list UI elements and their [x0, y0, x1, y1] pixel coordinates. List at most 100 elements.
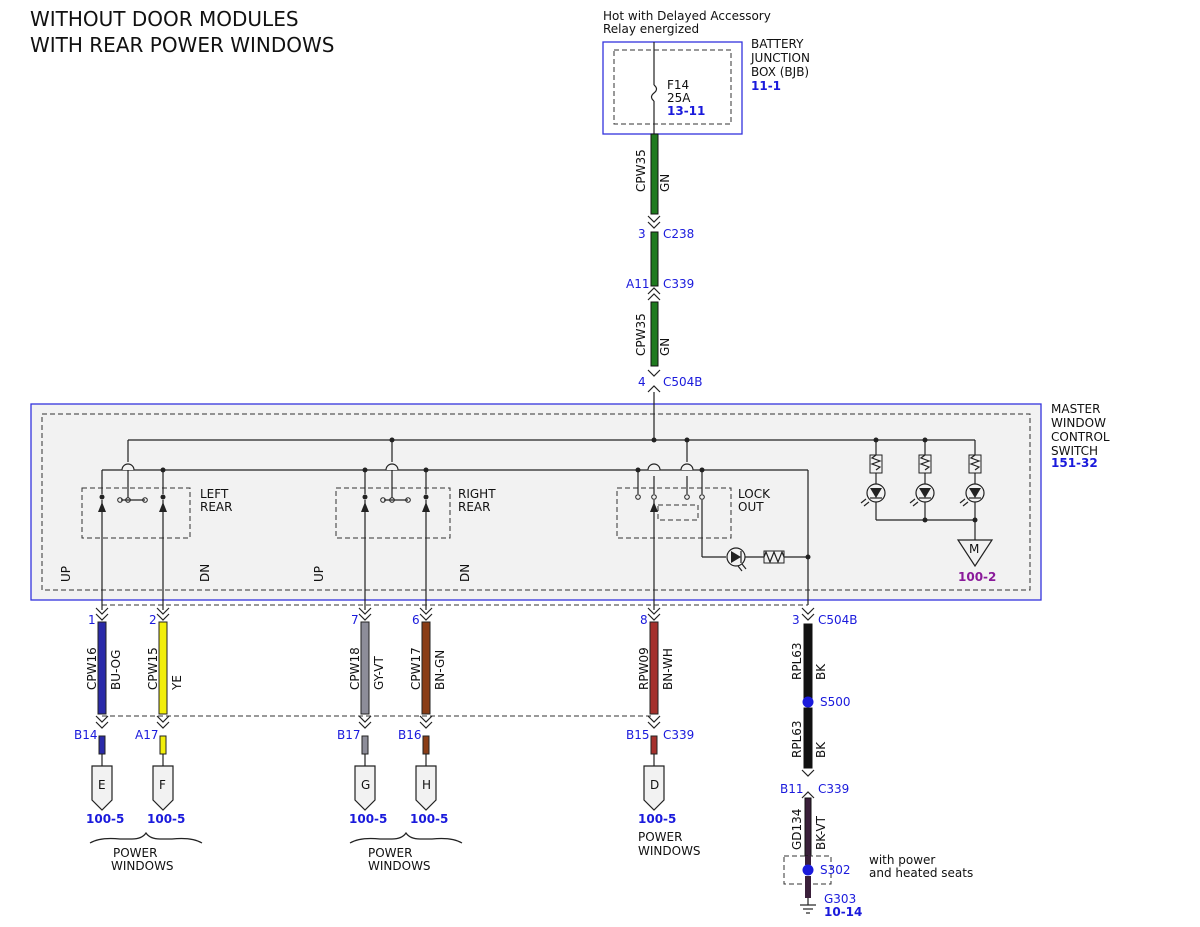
- connector-chevron-icon: [95, 721, 109, 729]
- power-windows-label: WINDOWS: [638, 844, 701, 858]
- connector-chevron-icon: [647, 715, 661, 723]
- terminal-connector[interactable]: [91, 765, 113, 811]
- page-ref-link[interactable]: 100-5: [86, 812, 124, 826]
- page-ref-link[interactable]: 100-5: [349, 812, 387, 826]
- terminal-letter: G: [361, 778, 370, 792]
- wire-segment: [360, 621, 370, 715]
- power-windows-brace-left: [89, 831, 203, 844]
- power-windows-label: WINDOWS: [111, 859, 174, 873]
- switch-name-line1: MASTER: [1051, 402, 1100, 416]
- wire-stub: [159, 735, 167, 755]
- ground-wire-color-label: BK: [814, 663, 828, 680]
- c238-pin: 3: [638, 227, 646, 241]
- power-source-label-line1: Hot with Delayed Accessory: [603, 9, 771, 23]
- connector-chevron-icon: [419, 721, 433, 729]
- switch-internal-wiring: [81, 392, 994, 605]
- terminal-connector[interactable]: [152, 765, 174, 811]
- page-ref-link[interactable]: 100-5: [638, 812, 676, 826]
- connector-chevron-icon: [358, 613, 372, 621]
- wire-pin: 8: [640, 613, 648, 627]
- page-ref-link[interactable]: 100-5: [410, 812, 448, 826]
- switch-name-line2: WINDOW: [1051, 416, 1106, 430]
- wire-segment: [97, 621, 107, 715]
- wire-color-label: YE: [170, 675, 184, 691]
- connector-chevron-icon: [156, 721, 170, 729]
- connector-chevron-icon: [156, 613, 170, 621]
- connector-chevron-icon: [156, 715, 170, 723]
- bjb-name-line2: JUNCTION: [750, 51, 810, 65]
- wire-pin: 1: [88, 613, 96, 627]
- wire-segment: [421, 621, 431, 715]
- c339-pin: A11: [626, 277, 649, 291]
- left-rear-label-line1: LEFT: [200, 487, 229, 501]
- power-windows-label: WINDOWS: [368, 859, 431, 873]
- c504b-connector-link[interactable]: C504B: [663, 375, 703, 389]
- switch-name-line4: SWITCH: [1051, 444, 1098, 458]
- ground-wire-color-label: BK-VT: [814, 815, 828, 850]
- connector-pin: B14: [74, 728, 98, 742]
- ground-wire-pin: 3: [792, 613, 800, 627]
- wire-stub: [650, 735, 658, 755]
- arrow-icon: [361, 502, 369, 512]
- bjb-ref-link[interactable]: 11-1: [751, 79, 781, 93]
- power-windows-label: POWER: [368, 846, 412, 860]
- connector-pin: B16: [398, 728, 422, 742]
- splice-s302-link[interactable]: S302: [820, 863, 851, 877]
- connector-chevron-icon: [419, 607, 433, 615]
- wire-circuit-label: CPW35: [634, 313, 648, 356]
- ground-wire-color-label: BK: [814, 741, 828, 758]
- page-ref-link[interactable]: 100-5: [147, 812, 185, 826]
- left-rear-label-line2: REAR: [200, 500, 232, 514]
- wire-pin: 2: [149, 613, 157, 627]
- right-rear-label-line2: REAR: [458, 500, 490, 514]
- switch-ref-link[interactable]: 151-32: [1051, 456, 1098, 470]
- arrow-icon: [98, 502, 106, 512]
- connector-chevron-icon: [358, 721, 372, 729]
- ground-wire-rpl63: [783, 607, 832, 914]
- terminal-connector[interactable]: [354, 765, 376, 811]
- splice-s500-link[interactable]: S500: [820, 695, 851, 709]
- wire-stub: [361, 735, 369, 755]
- wire-stub: [98, 735, 106, 755]
- bjb-name-line3: BOX (BJB): [751, 65, 809, 79]
- c238-connector-link[interactable]: C238: [663, 227, 694, 241]
- arrow-icon: [650, 502, 658, 512]
- connector-pin: B17: [337, 728, 361, 742]
- connector-c238: [647, 215, 661, 301]
- dn-label: DN: [458, 564, 472, 582]
- power-windows-label: POWER: [113, 846, 157, 860]
- ground-g303-link[interactable]: G303: [824, 892, 856, 906]
- terminal-letter: E: [98, 778, 106, 792]
- lockout-label-line1: LOCK: [738, 487, 771, 501]
- ground-ref-link[interactable]: 10-14: [824, 905, 862, 919]
- wire-circuit-label: CPW15: [146, 647, 160, 690]
- connector-chevron-icon: [647, 613, 661, 621]
- wire-pin: 6: [412, 613, 420, 627]
- c339-connector-link[interactable]: C339: [818, 782, 849, 796]
- connector-chevron-icon: [358, 715, 372, 723]
- wire-color-label: BU-OG: [109, 650, 123, 690]
- c504b-connector-link[interactable]: C504B: [818, 613, 858, 627]
- terminal-connector[interactable]: [643, 765, 665, 811]
- wire-segment: [649, 621, 659, 715]
- switch-ground-ref-link[interactable]: 100-2: [958, 570, 996, 584]
- dn-label: DN: [198, 564, 212, 582]
- c339-connector-link[interactable]: C339: [663, 728, 694, 742]
- connector-chevron-icon: [358, 607, 372, 615]
- battery-junction-box: F14 25A 13-11: [602, 41, 743, 135]
- wire-circuit-label: CPW17: [409, 647, 423, 690]
- arrow-icon: [422, 502, 430, 512]
- c339-pin: B11: [780, 782, 804, 796]
- wire-color-label: GN: [658, 174, 672, 192]
- wire-stub: [422, 735, 430, 755]
- fuse-ref-link[interactable]: 13-11: [667, 104, 705, 118]
- wire-color-label: GY-VT: [372, 656, 386, 690]
- terminal-connector[interactable]: [415, 765, 437, 811]
- c339-connector-link[interactable]: C339: [663, 277, 694, 291]
- fuse-label: F14: [667, 78, 689, 92]
- diagram-title-line2: WITH REAR POWER WINDOWS: [30, 33, 334, 57]
- ground-wire-circuit-label: RPL63: [790, 642, 804, 680]
- arrow-icon: [159, 502, 167, 512]
- ground-wire-circuit-label: RPL63: [790, 720, 804, 758]
